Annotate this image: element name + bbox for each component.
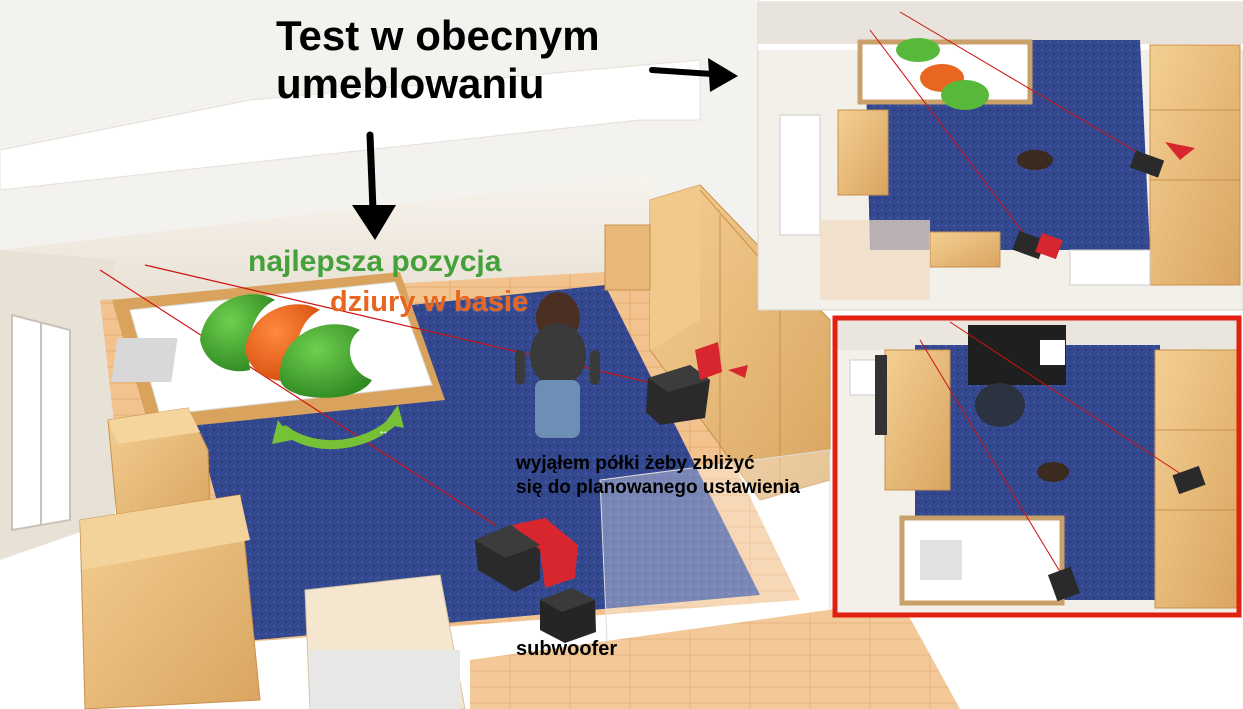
top-view-cabinet-bottom	[929, 231, 1001, 268]
top-view-desk	[837, 109, 889, 196]
subwoofer-label: subwoofer	[516, 638, 618, 660]
page-title: Test w obecnym umeblowaniu	[276, 12, 600, 108]
top-view-shelves	[1149, 44, 1241, 286]
top-view-person	[1017, 150, 1053, 170]
top-view-current	[757, 1, 1243, 311]
title-line-2: umeblowaniu	[276, 60, 545, 107]
speaker-left	[475, 518, 578, 592]
planned-desk	[884, 349, 951, 491]
best-position-label: najlepsza pozycja	[248, 245, 502, 278]
planned-speaker-right	[1172, 465, 1206, 495]
top-view-chairs	[896, 38, 989, 110]
highlight-frame	[832, 315, 1242, 618]
chair-green-right	[279, 324, 372, 398]
shelves-note: wyjąłem półki żeby zbliżyć się do planow…	[516, 452, 800, 500]
wardrobe	[604, 184, 831, 501]
foreground-floor	[470, 600, 960, 709]
nightstand	[107, 407, 211, 529]
front-cabinets	[79, 494, 466, 709]
title-line-1: Test w obecnym	[276, 12, 600, 59]
top-view-speaker-right	[1129, 150, 1165, 178]
top-view-window	[779, 114, 821, 236]
arrow-down-icon	[352, 131, 396, 240]
planned-office-chair	[975, 383, 1025, 427]
chair-green-left	[200, 294, 275, 372]
arrow-right-icon	[649, 58, 738, 92]
shelves-note-line-2: się do planowanego ustawienia	[516, 477, 800, 498]
top-view-planned	[832, 315, 1242, 618]
curved-double-arrow-icon: ↔	[272, 405, 404, 449]
planned-person	[1037, 462, 1069, 482]
main-room: ↔	[0, 0, 960, 709]
bass-holes-label: dziury w basie	[330, 286, 529, 318]
ceiling-slope	[0, 59, 701, 191]
speaker-right	[646, 342, 748, 425]
chair-orange	[245, 304, 320, 382]
svg-text:↔: ↔	[378, 425, 389, 437]
shelves-note-line-1: wyjąłem półki żeby zbliżyć	[516, 453, 755, 474]
subwoofer-box	[540, 588, 596, 643]
person-figure	[515, 292, 600, 438]
planned-speaker-left	[1047, 566, 1081, 602]
